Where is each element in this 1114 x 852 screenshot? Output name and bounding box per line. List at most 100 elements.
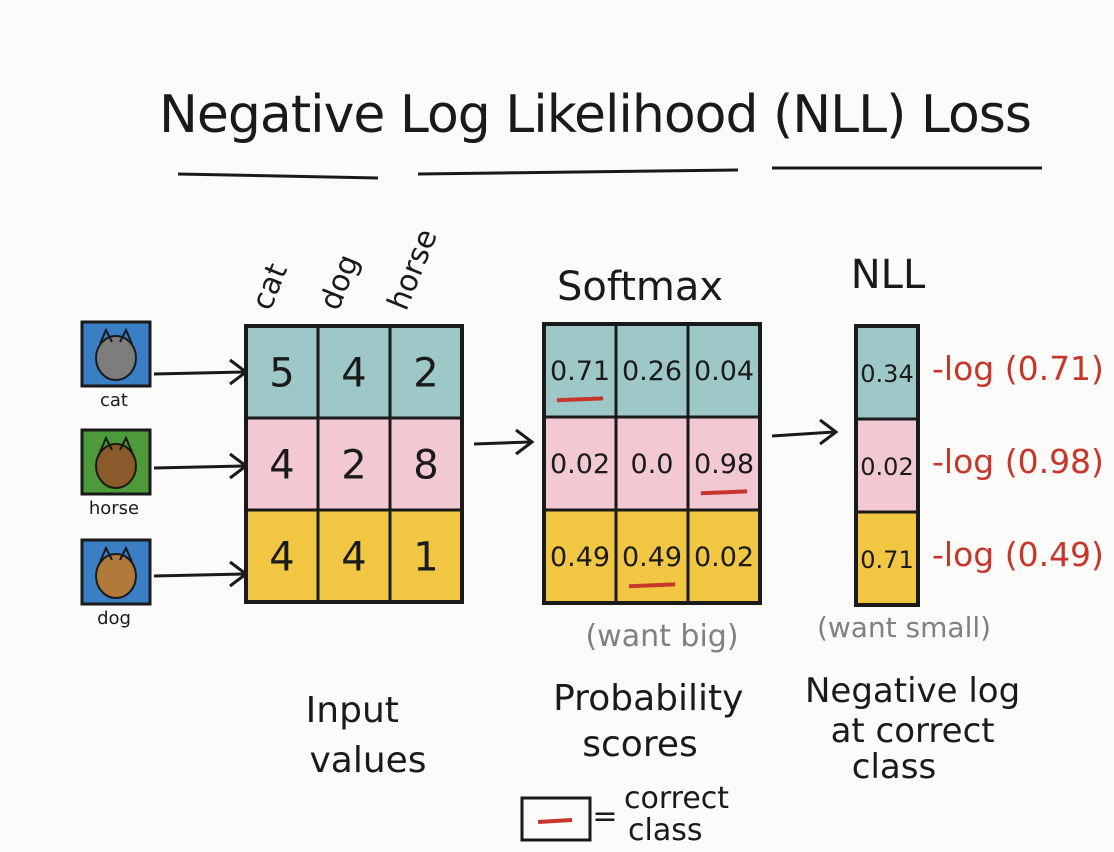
cell-value: 0.49 [622,542,682,573]
nll-caption-line-2: at correct [831,711,995,751]
softmax-cell-1-1: 0.0 [614,415,690,512]
horse-icon [95,443,137,489]
arrow-dog-to-input [153,560,249,588]
softmax-cell-0-2: 0.04 [686,322,762,419]
cell-value: 0.26 [622,356,682,387]
cell-value: 0.02 [550,449,610,480]
cell-value: 0.02 [694,542,754,573]
cell-value: 0.04 [694,356,754,387]
cell-value: 0.71 [550,356,610,387]
softmax-note: (want big) [585,619,738,654]
column-header-dog: dog [313,250,367,315]
cell-value: 4 [269,534,294,580]
correct-class-underline [556,396,604,403]
input-image-horse: horse [80,428,152,519]
nll-cell-2: 0.71 [854,510,920,607]
legend-equals: = [592,799,617,834]
input-images: cat horse dog [80,320,249,629]
input-cell-0-2: 2 [388,324,464,420]
nll-log-expression-1: -log (0.98) [932,442,1104,481]
softmax-title: Softmax [557,264,723,310]
input-caption-line-1: Input [306,690,399,731]
softmax-cell-2-0: 0.49 [542,508,618,605]
nll-caption-line-1: Negative log [805,671,1020,711]
softmax-caption-line-2: scores [582,724,698,765]
nll-title: NLL [851,252,926,298]
correct-class-underline [700,489,748,496]
nll-log-expression-0: -log (0.71) [932,349,1104,388]
softmax-grid: 0.71 0.26 0.04 0.02 0.0 0.98 0.49 0.49 0.02 [542,322,762,605]
input-cell-2-0: 4 [244,508,320,604]
ears [99,435,133,453]
column-header-cat: cat [245,258,295,315]
input-image-dog: dog [80,538,152,629]
cell-value: 4 [269,442,294,488]
cell-value: 0.0 [631,449,674,480]
arrow-cat-to-input [153,358,249,386]
softmax-cell-1-2: 0.98 [686,415,762,512]
title: Negative Log Likelihood (NLL) Loss [159,85,1031,145]
softmax-cell-0-1: 0.26 [614,322,690,419]
nll-value: 0.34 [860,360,913,388]
ears [99,545,133,563]
legend-label-line-2: class [628,813,702,848]
arrow-softmax-to-nll [771,418,839,446]
nll-caption-line-3: class [852,747,936,787]
cell-value: 2 [341,442,366,488]
title-underline-2 [417,168,739,176]
input-cell-1-1: 2 [316,416,392,512]
image-label: horse [89,498,139,519]
cell-value: 8 [413,442,438,488]
legend-label: correct class [624,781,739,848]
cell-value: 4 [341,350,366,396]
softmax-grid-border [542,322,762,605]
input-cell-0-0: 5 [244,324,320,420]
nll-note: (want small) [817,611,991,644]
legend-label-line-1: correct [624,781,729,816]
cell-value: 1 [413,534,438,580]
cell-value: 4 [341,534,366,580]
input-cell-0-1: 4 [316,324,392,420]
cell-value: 0.49 [550,542,610,573]
nll-column: 0.34 -log (0.71) 0.02 -log (0.98) 0.71 -log (… [854,324,1104,607]
softmax-caption: Probability scores [553,678,755,765]
arrow-horse-to-input [153,452,249,480]
arrow-input-to-softmax [473,428,535,456]
input-caption: Input values [306,690,427,781]
nll-cell-1: 0.02 [854,417,920,514]
correct-class-underline [628,582,676,589]
cell-value: 2 [413,350,438,396]
nll-column-border [854,324,920,607]
softmax-cell-2-2: 0.02 [686,508,762,605]
cat-icon [95,335,137,381]
input-cell-2-1: 4 [316,508,392,604]
softmax-cell-0-0: 0.71 [542,322,618,419]
input-caption-line-2: values [309,740,426,781]
input-image-cat: cat [80,320,152,411]
input-grid-border [244,324,464,604]
cell-value: 5 [269,350,294,396]
softmax-cell-1-0: 0.02 [542,415,618,512]
ears [99,327,133,345]
nll-log-expression-2: -log (0.49) [932,535,1104,574]
legend: = correct class [520,781,739,848]
input-cell-1-2: 8 [388,416,464,512]
image-label: dog [97,608,131,629]
input-cell-1-0: 4 [244,416,320,512]
nll-value: 0.02 [860,453,913,481]
nll-value: 0.71 [860,546,913,574]
cell-value: 0.98 [694,449,754,480]
legend-swatch [520,796,592,842]
softmax-caption-line-1: Probability [553,678,743,719]
nll-caption: Negative log at correct class [805,671,1031,787]
image-label: cat [100,390,128,411]
column-header-horse: horse [381,224,445,315]
title-underline-1 [177,172,379,180]
nll-cell-0: 0.34 [854,324,920,421]
softmax-cell-2-1: 0.49 [614,508,690,605]
legend-red-underline [537,818,573,824]
input-cell-2-2: 1 [388,508,464,604]
dog-icon [95,553,137,599]
